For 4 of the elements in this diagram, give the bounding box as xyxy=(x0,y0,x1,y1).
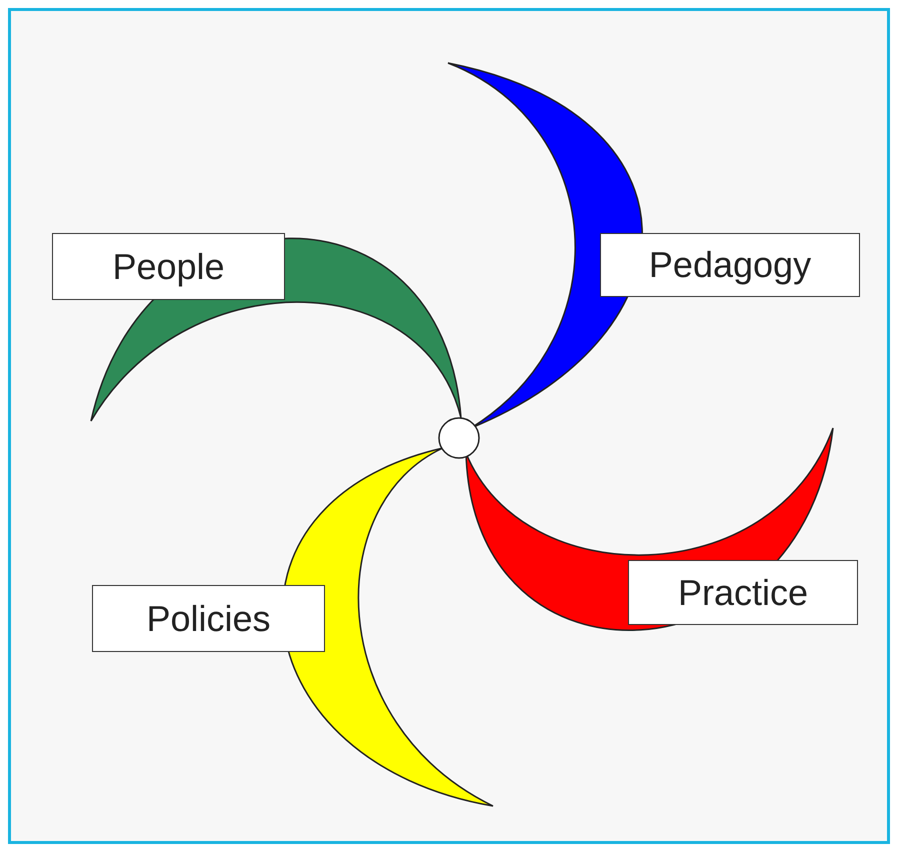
label-box: Pedagogy xyxy=(600,233,860,297)
label-box: People xyxy=(52,233,285,300)
label-box: Practice xyxy=(628,560,858,625)
label-box: Policies xyxy=(92,585,325,652)
